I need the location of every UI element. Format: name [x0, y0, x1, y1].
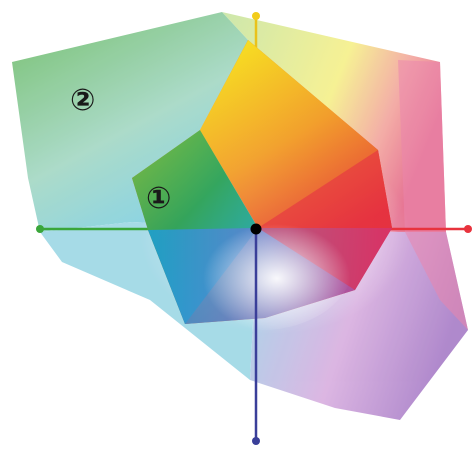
green-axis-dot [36, 225, 44, 233]
red-axis-dot [464, 225, 472, 233]
outer-region-label: ② [70, 83, 95, 118]
blue-axis-dot [252, 437, 260, 445]
yellow-axis-dot [252, 12, 260, 20]
inner-gamut [132, 40, 392, 330]
center-point [250, 223, 262, 235]
inner-region-label: ① [146, 181, 171, 216]
blue-axis [252, 229, 260, 445]
